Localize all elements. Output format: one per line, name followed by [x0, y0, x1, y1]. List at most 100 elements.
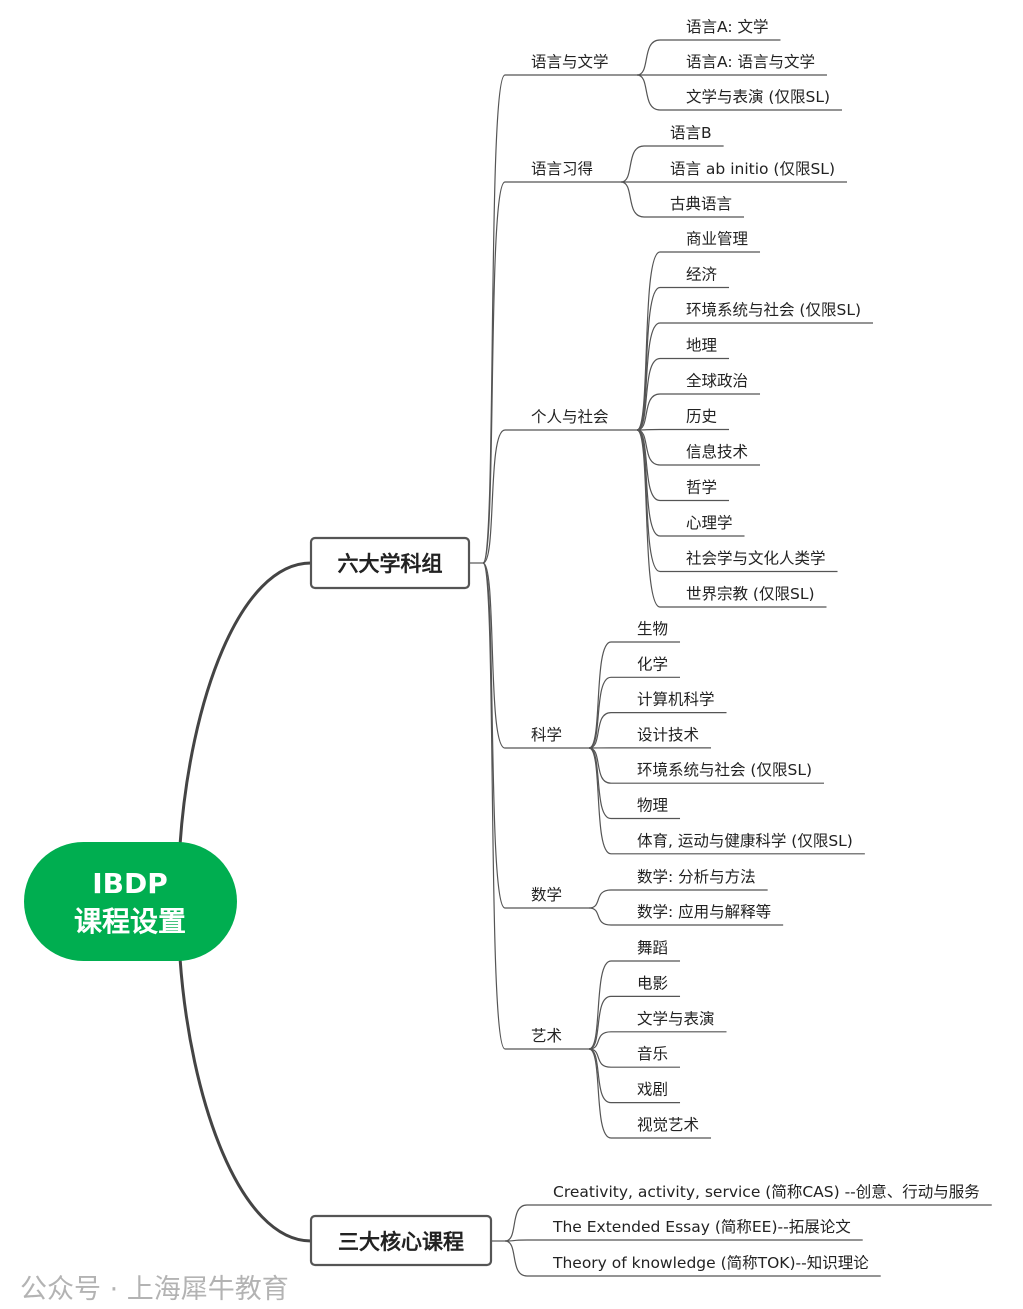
root-title-line2: 课程设置 [74, 905, 186, 938]
leaf-connector [588, 676, 612, 749]
root-node[interactable]: IBDP 课程设置 [24, 842, 237, 961]
subject-item[interactable]: 计算机科学 [611, 690, 727, 714]
category-3[interactable]: 科学 [505, 726, 589, 749]
category-1[interactable]: 语言习得 [505, 160, 621, 183]
subject-label: 古典语言 [670, 195, 732, 213]
subject-label: 世界宗教 (仅限SL) [686, 585, 815, 603]
subject-item[interactable]: 文学与表演 [611, 1010, 727, 1033]
leaf-connector [636, 429, 661, 502]
subject-label: 语言 ab initio (仅限SL) [670, 160, 835, 178]
subject-item[interactable]: 社会学与文化人类学 [660, 550, 838, 573]
subject-item[interactable]: 体育, 运动与健康科学 (仅限SL) [611, 832, 865, 855]
leaf-connector [588, 1048, 612, 1139]
subject-label: 心理学 [686, 514, 733, 532]
subject-item[interactable]: 语言A: 文学 [660, 18, 781, 41]
subject-item[interactable]: 环境系统与社会 (仅限SL) [611, 760, 824, 784]
subject-label: 信息技术 [686, 443, 748, 461]
leaf-connector [588, 747, 612, 855]
leaf-connector [636, 429, 661, 608]
node-label: 三大核心课程 [338, 1230, 464, 1254]
root-to-subjects-connector [178, 561, 312, 846]
category-5[interactable]: 艺术 [505, 1027, 589, 1050]
core-course-label: Creativity, activity, service (简称CAS) --… [553, 1182, 980, 1201]
category-label: 艺术 [531, 1027, 562, 1045]
subject-label: 舞蹈 [637, 939, 668, 957]
subject-item[interactable]: 全球政治 [660, 372, 761, 395]
subject-item[interactable]: 生物 [611, 620, 681, 643]
leaf-connector [588, 960, 612, 1050]
core-courses-node[interactable]: 三大核心课程 [309, 1214, 493, 1267]
leaf-connector [588, 747, 612, 784]
subject-item[interactable]: 物理 [611, 797, 681, 820]
leaf-connector [588, 1048, 612, 1104]
category-2[interactable]: 个人与社会 [505, 408, 637, 431]
subject-item[interactable]: 地理 [660, 337, 730, 360]
subject-item[interactable]: 数学: 分析与方法 [611, 868, 768, 891]
core-course-item[interactable]: The Extended Essay (简称EE)--拓展论文 [527, 1218, 863, 1241]
subject-item[interactable]: 语言B [644, 124, 724, 147]
subject-label: 语言A: 语言与文学 [686, 53, 815, 71]
subject-item[interactable]: 经济 [660, 266, 730, 289]
core-course-item[interactable]: Creativity, activity, service (简称CAS) --… [527, 1182, 992, 1206]
subject-item[interactable]: 古典语言 [644, 195, 745, 218]
category-label: 数学 [531, 886, 562, 904]
node-box [309, 1214, 493, 1267]
subject-item[interactable]: 文学与表演 (仅限SL) [660, 88, 842, 111]
root-to-core-connector [178, 957, 312, 1243]
subject-item[interactable]: 历史 [660, 408, 730, 431]
root-title-line1: IBDP [92, 867, 168, 900]
subject-item[interactable]: 语言A: 语言与文学 [660, 53, 827, 76]
subject-item[interactable]: 设计技术 [611, 726, 712, 749]
subject-item[interactable]: 化学 [611, 655, 681, 678]
node-label: 六大学科组 [338, 552, 443, 576]
core-course-item[interactable]: Theory of knowledge (简称TOK)--知识理论 [527, 1254, 881, 1277]
subject-item[interactable]: 哲学 [660, 479, 730, 502]
subject-item[interactable]: 数学: 应用与解释等 [611, 902, 784, 926]
subject-item[interactable]: 语言 ab initio (仅限SL) [644, 160, 847, 183]
category-connector [482, 562, 506, 1050]
subject-label: 数学: 应用与解释等 [637, 902, 771, 921]
category-label: 语言与文学 [531, 53, 609, 71]
subject-item[interactable]: 世界宗教 (仅限SL) [660, 585, 827, 608]
node-box [309, 536, 471, 590]
subject-label: 设计技术 [637, 726, 699, 744]
subject-label: 戏剧 [637, 1081, 668, 1099]
category-connector [482, 562, 506, 749]
core-connector [504, 1204, 528, 1242]
six-subject-groups-node[interactable]: 六大学科组 [309, 536, 471, 590]
subject-item[interactable]: 舞蹈 [611, 939, 681, 962]
subject-label: 哲学 [686, 479, 717, 497]
subject-label: 社会学与文化人类学 [686, 550, 826, 568]
leaf-connector [620, 181, 645, 218]
subject-label: 音乐 [637, 1045, 668, 1063]
watermark: 公众号 · 上海犀牛教育 [20, 1274, 289, 1305]
leaf-connector [588, 995, 612, 1050]
subject-label: 语言A: 文学 [686, 18, 768, 36]
subject-item[interactable]: 信息技术 [660, 443, 761, 466]
subject-label: 环境系统与社会 (仅限SL) [686, 300, 861, 319]
subject-item[interactable]: 视觉艺术 [611, 1116, 712, 1139]
leaf-connector [588, 907, 612, 926]
subject-item[interactable]: 音乐 [611, 1045, 681, 1068]
subject-item[interactable]: 电影 [611, 974, 681, 998]
subject-item[interactable]: 商业管理 [660, 230, 761, 253]
category-4[interactable]: 数学 [505, 886, 589, 909]
leaf-connector [588, 641, 612, 749]
subject-label: 经济 [686, 266, 718, 284]
leaf-connector [636, 74, 661, 111]
leaf-connector [636, 393, 661, 431]
leaf-connector [636, 357, 661, 431]
leaf-connector [588, 889, 612, 909]
subject-item[interactable]: 心理学 [660, 514, 745, 537]
subject-label: 历史 [686, 408, 717, 426]
subject-item[interactable]: 环境系统与社会 (仅限SL) [660, 300, 873, 324]
core-course-label: The Extended Essay (简称EE)--拓展论文 [552, 1218, 851, 1236]
core-connector [504, 1240, 528, 1277]
subject-label: 商业管理 [686, 230, 748, 248]
subject-label: 物理 [637, 797, 668, 815]
leaf-connector [636, 428, 661, 431]
category-0[interactable]: 语言与文学 [505, 53, 637, 76]
subject-label: 电影 [637, 974, 668, 992]
subject-item[interactable]: 戏剧 [611, 1081, 681, 1104]
